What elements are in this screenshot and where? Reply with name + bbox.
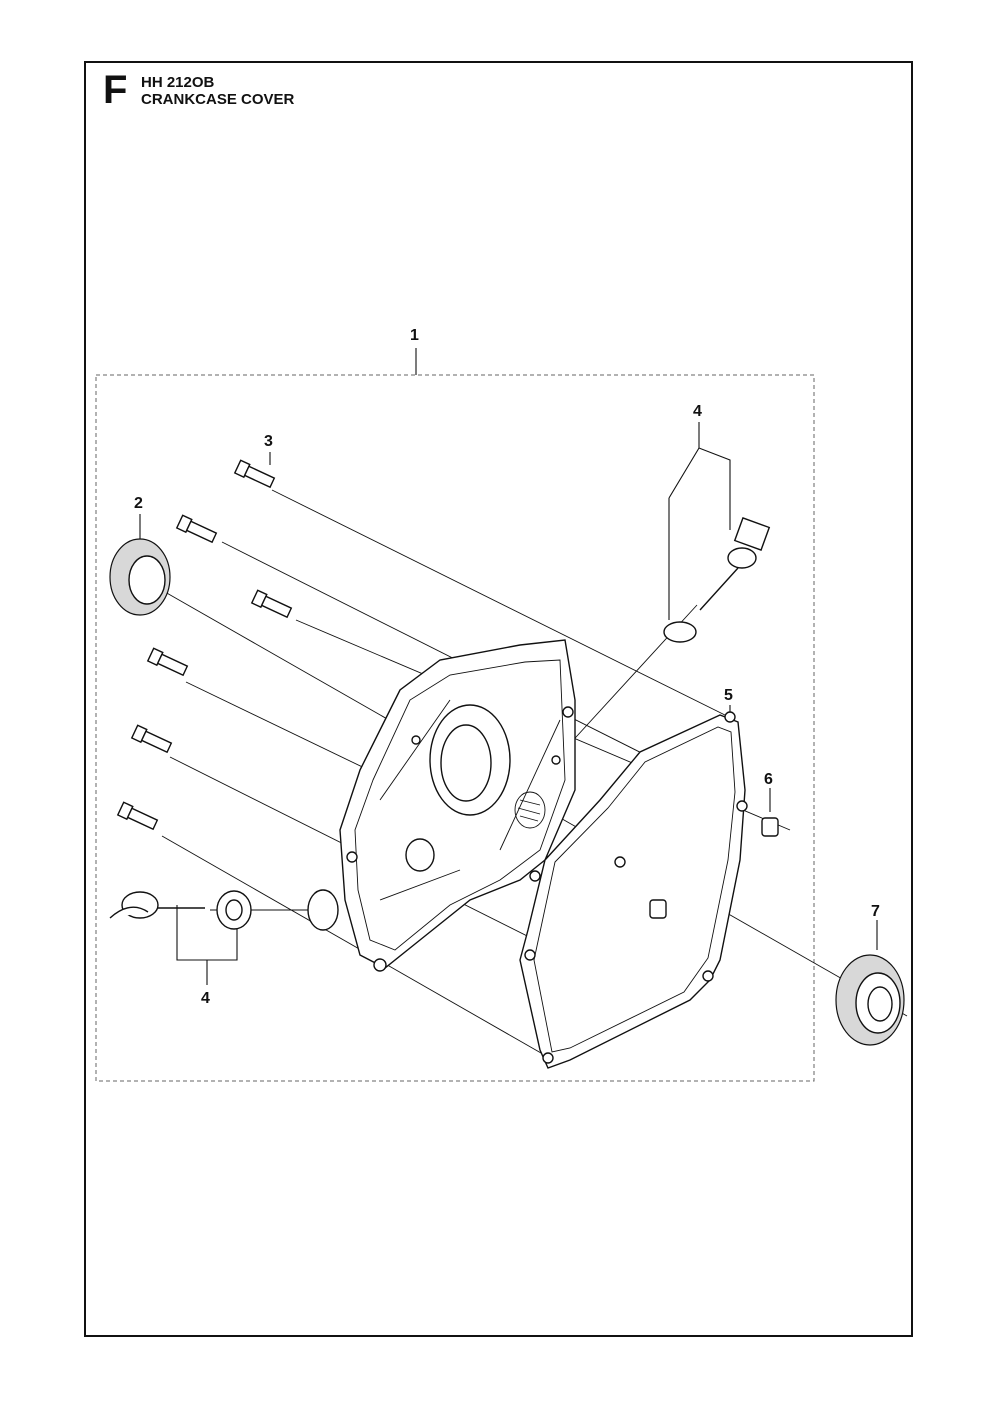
callout-3: 3 [264,433,273,450]
dowel-pins [649,817,779,919]
oil-seal-part [109,538,171,616]
flange-bolts [116,459,293,831]
callout-labels: 1 2 3 4 4 5 6 7 [134,327,880,1007]
callout-leaders [139,348,878,985]
page-frame [84,61,913,1337]
callout-7: 7 [871,903,880,920]
gasket-part [519,711,748,1069]
callout-2: 2 [134,495,143,512]
section-letter: F [103,68,128,112]
crankcase-cover-part [339,639,576,972]
assembly-boundary-box [95,374,815,1082]
model-name: HH 212OB [141,74,215,91]
callout-4-drain-plug: 4 [201,990,210,1007]
callout-1: 1 [410,327,419,344]
diagram-title: CRANKCASE COVER [141,91,295,108]
dipstick-part [663,517,771,643]
callout-4-dipstick: 4 [693,403,702,420]
drain-plug-part [109,889,339,931]
callout-6: 6 [764,771,773,788]
callout-5: 5 [724,687,733,704]
bearing-part [835,954,905,1046]
